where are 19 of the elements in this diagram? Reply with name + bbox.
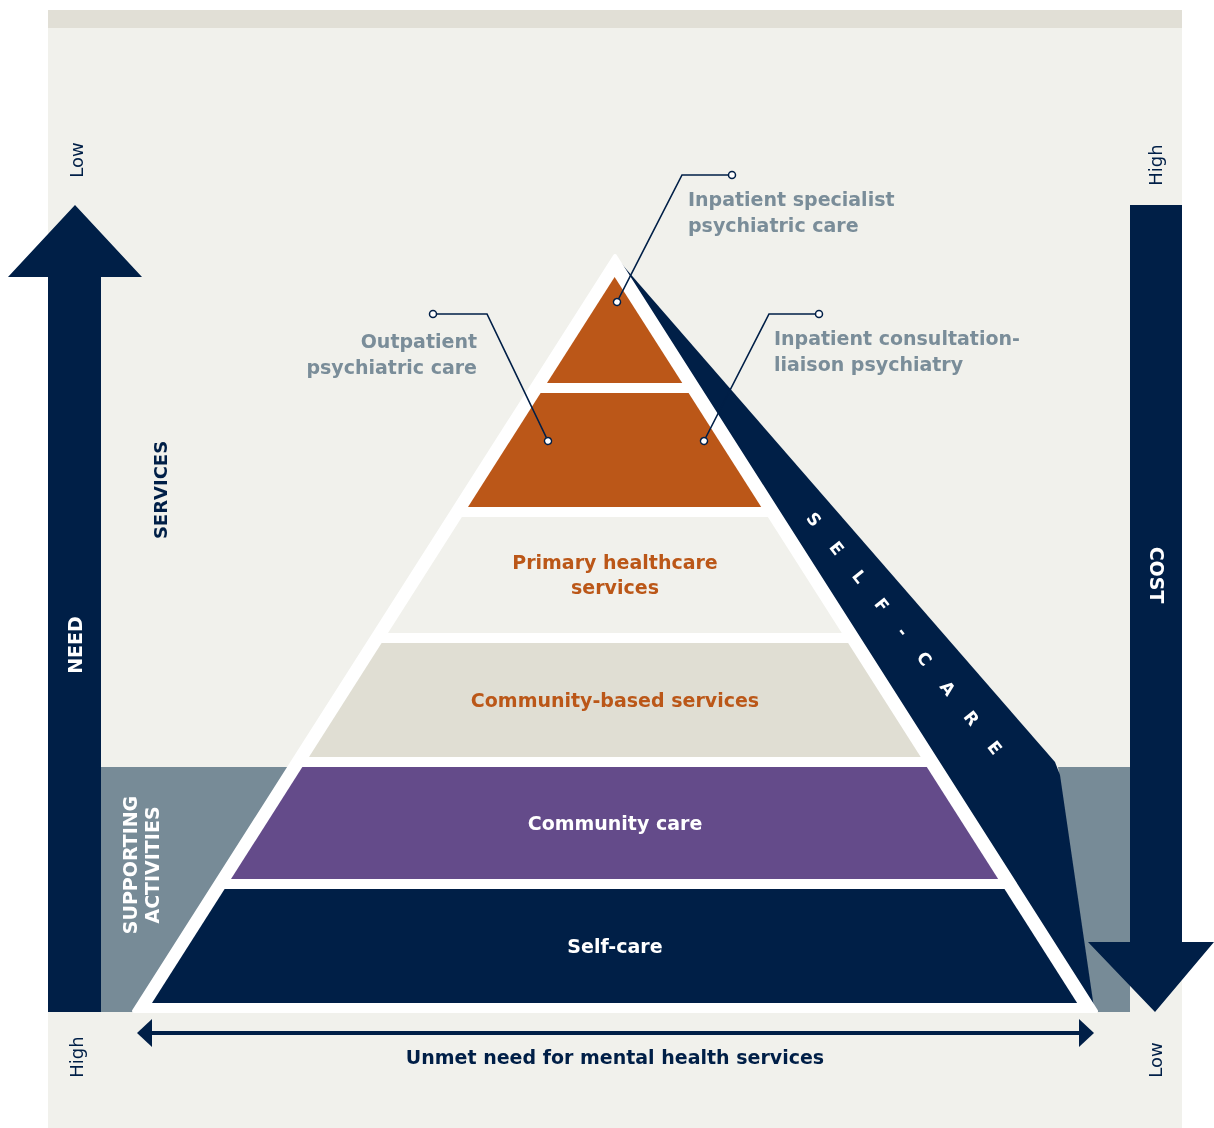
tier-label: Primary healthcare services	[511, 550, 719, 600]
scale-label: High	[1144, 144, 1166, 186]
band-label: SUPPORTING ACTIVITIES	[119, 794, 163, 937]
tier-label: Self-care	[566, 933, 664, 959]
callout-label: Outpatient psychiatric care	[247, 328, 477, 380]
arrow-label: NEED	[64, 616, 86, 674]
scale-label: High	[65, 1036, 87, 1078]
leader-line	[699, 309, 824, 446]
callout-label: Inpatient consultation-liaison psychiatry	[774, 325, 1049, 377]
tier-label: Community care	[526, 810, 704, 836]
tier-label: Community-based services	[469, 687, 761, 713]
leader-line	[612, 170, 737, 307]
scale-label: Low	[65, 142, 87, 178]
leader-line	[428, 309, 553, 446]
axis-label: Unmet need for mental health services	[405, 1046, 825, 1068]
section-label: SERVICES	[149, 440, 171, 540]
arrow-label: COST	[1146, 546, 1168, 604]
scale-label: Low	[1144, 1042, 1166, 1078]
callout-label: Inpatient specialist psychiatric care	[688, 186, 928, 238]
